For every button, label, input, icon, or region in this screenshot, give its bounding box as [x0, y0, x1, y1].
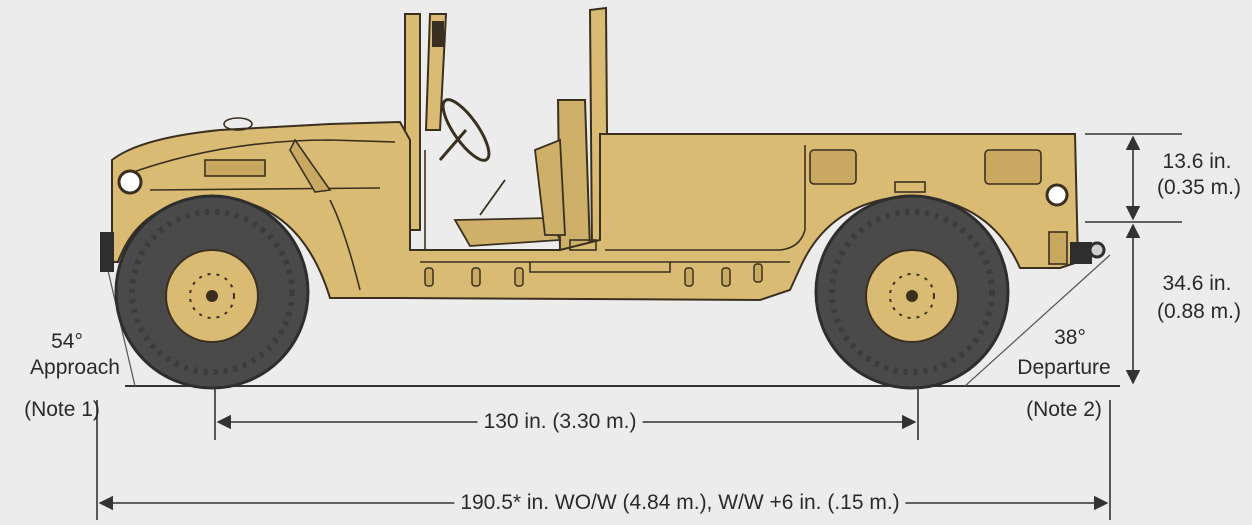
body-lines	[420, 145, 1068, 273]
departure-note: (Note 2)	[1026, 398, 1102, 421]
departure-angle-line	[964, 254, 1111, 387]
seat	[453, 138, 566, 247]
height-dimension-lines	[1085, 133, 1182, 385]
rear-tow-hitch	[1070, 241, 1106, 264]
approach-angle-value: 54°	[51, 330, 83, 353]
front-tow-hook	[100, 232, 114, 272]
departure-angle-value: 38°	[1054, 326, 1086, 349]
tail-light	[1045, 183, 1069, 207]
lower-height-metric: (0.88 m.)	[1156, 300, 1242, 323]
upper-height-value: 13.6 in.	[1162, 150, 1232, 173]
lower-height-value: 34.6 in.	[1162, 272, 1232, 295]
approach-note: (Note 1)	[24, 398, 100, 421]
rear-wheel	[814, 194, 1010, 390]
windshield-frame	[404, 13, 448, 231]
rocker-slots	[424, 263, 763, 287]
overall-length-label: 190.5* in. WO/W (4.84 m.), W/W +6 in. (.…	[454, 491, 906, 515]
wheelbase-label: 130 in. (3.30 m.)	[477, 410, 643, 434]
steering-wheel	[438, 98, 491, 162]
upper-height-metric: (0.35 m.)	[1156, 176, 1242, 199]
approach-label: Approach	[30, 356, 120, 379]
front-wheel	[114, 194, 310, 390]
hood-details	[124, 117, 396, 291]
departure-label: Departure	[1017, 356, 1111, 379]
headlight	[117, 169, 143, 195]
